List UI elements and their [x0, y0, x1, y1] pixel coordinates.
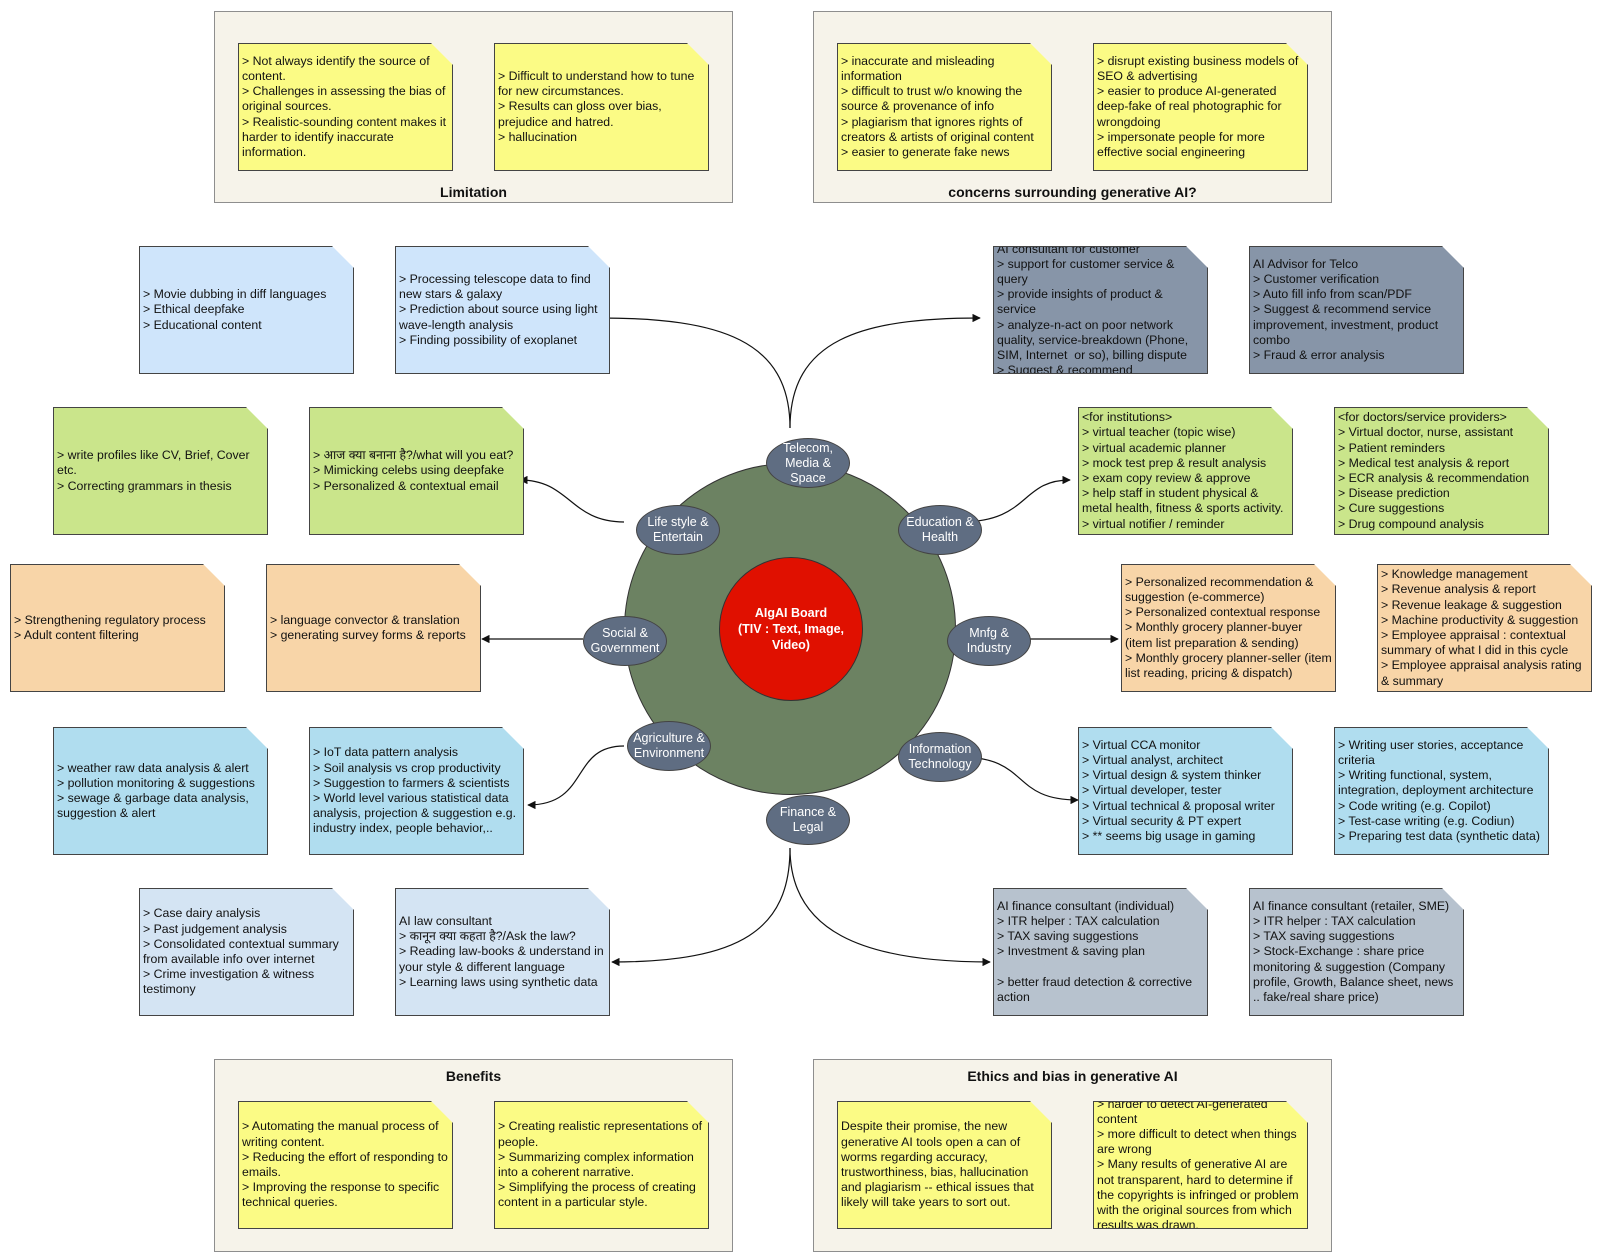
telecom-note-4: AI Advisor for Telco > Customer verifica… — [1249, 246, 1464, 374]
legal-note-1: > Case dairy analysis > Past judgement a… — [139, 888, 354, 1016]
it-note-2: > Writing user stories, acceptance crite… — [1334, 727, 1549, 855]
benefits-title: Benefits — [445, 1068, 502, 1084]
concerns-note-1: > inaccurate and misleading information … — [837, 43, 1052, 171]
ethics-note-2: > harder to detect AI-generated content … — [1093, 1101, 1308, 1229]
node-finance[interactable]: Finance & Legal — [766, 795, 850, 845]
node-mnfg[interactable]: Mnfg & Industry — [947, 616, 1031, 666]
limitation-note-1: > Not always identify the source of cont… — [238, 43, 453, 171]
connector-finance-right — [789, 847, 991, 967]
it-note-1: > Virtual CCA monitor > Virtual analyst,… — [1078, 727, 1293, 855]
node-telecom[interactable]: Telecom, Media & Space — [766, 438, 850, 488]
connector-agriculture — [527, 745, 625, 810]
telecom-note-3: AI consultant for customer > support for… — [993, 246, 1208, 374]
limitation-title: Limitation — [440, 184, 507, 200]
connector-telecom-left — [599, 313, 791, 429]
finance-note-2: AI finance consultant (retailer, SME) > … — [1249, 888, 1464, 1016]
center-node[interactable]: AIgAI Board (TIV : Text, Image, Video) — [719, 557, 863, 701]
center-title: AIgAI Board — [754, 606, 828, 620]
ethics-title: Ethics and bias in generative AI — [967, 1068, 1178, 1084]
mnfg-note-2: > Knowledge management > Revenue analysi… — [1377, 564, 1592, 692]
legal-note-2: AI law consultant > कानून क्या कहता है?/… — [395, 888, 610, 1016]
node-agriculture[interactable]: Agriculture & Environment — [627, 721, 711, 771]
concerns-note-2: > disrupt existing business models of SE… — [1093, 43, 1308, 171]
telecom-note-2: > Processing telescope data to find new … — [395, 246, 610, 374]
connector-lifestyle — [519, 475, 625, 523]
node-education[interactable]: Education & Health — [898, 505, 982, 555]
social-note-1: > Strengthening regulatory process > Adu… — [10, 564, 225, 692]
education-note-2: <for doctors/service providers> > Virtua… — [1334, 407, 1549, 535]
benefits-note-2: > Creating realistic representations of … — [494, 1101, 709, 1229]
center-subtitle: (TIV : Text, Image, Video) — [737, 622, 845, 652]
finance-note-1: AI finance consultant (individual) > ITR… — [993, 888, 1208, 1016]
connector-finance-left — [611, 847, 791, 967]
agriculture-note-1: > weather raw data analysis & alert > po… — [53, 727, 268, 855]
node-lifestyle[interactable]: Life style & Entertain — [636, 505, 720, 555]
mnfg-note-1: > Personalized recommendation & suggesti… — [1121, 564, 1336, 692]
connector-telecom-right — [789, 313, 981, 429]
node-social[interactable]: Social & Government — [583, 616, 667, 666]
social-note-2: > language convector & translation > gen… — [266, 564, 481, 692]
connector-education — [959, 475, 1071, 523]
ethics-note-1: Despite their promise, the new generativ… — [837, 1101, 1052, 1229]
agriculture-note-2: > IoT data pattern analysis > Soil analy… — [309, 727, 524, 855]
lifestyle-note-1: > write profiles like CV, Brief, Cover e… — [53, 407, 268, 535]
node-it[interactable]: Information Technology — [898, 732, 982, 782]
lifestyle-note-2: > आज क्या बनाना है?/what will you eat? >… — [309, 407, 524, 535]
concerns-title: concerns surrounding generative AI? — [948, 184, 1197, 200]
telecom-note-1: > Movie dubbing in diff languages > Ethi… — [139, 246, 354, 374]
education-note-1: <for institutions> > virtual teacher (to… — [1078, 407, 1293, 535]
benefits-note-1: > Automating the manual process of writi… — [238, 1101, 453, 1229]
limitation-note-2: > Difficult to understand how to tune fo… — [494, 43, 709, 171]
